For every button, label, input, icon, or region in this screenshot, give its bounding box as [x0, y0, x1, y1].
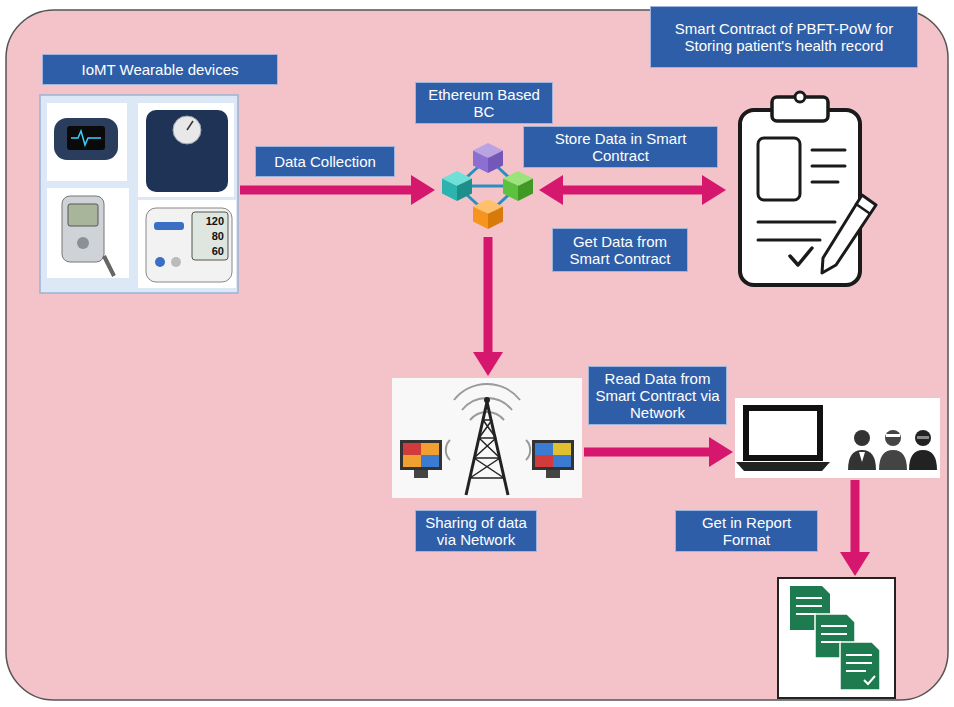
arrow-label: Get Data from Smart Contract	[552, 228, 688, 272]
display-digits: 60	[194, 245, 224, 257]
laptop-users-node	[735, 398, 940, 478]
node-heading: Sharing of data via Network	[415, 510, 537, 552]
arrow-label: Data Collection	[255, 146, 395, 177]
blockchain-node: Ethereum Based BC	[437, 140, 537, 235]
flow-arrow	[240, 175, 435, 205]
arrow-label: Read Data from Smart Contract via Networ…	[588, 366, 727, 425]
blockchain-icon	[442, 143, 533, 229]
arrow-label: Store Data in Smart Contract	[523, 126, 718, 168]
flow-arrow	[840, 480, 870, 576]
laptop-users	[735, 398, 940, 478]
clipboard-icon	[740, 92, 876, 285]
background-panel	[6, 10, 948, 700]
display-digits: 120	[194, 215, 224, 227]
node-heading: IoMT Wearable devices	[42, 54, 278, 85]
network-tower	[392, 378, 582, 498]
device-panel: IoMT Wearable devices	[40, 95, 238, 293]
report-node	[778, 578, 895, 698]
network-node: Sharing of data via Network	[392, 378, 582, 498]
flow-arrow	[584, 437, 733, 467]
node-heading: Ethereum Based BC	[415, 82, 553, 124]
report-documents	[778, 578, 895, 698]
display-digits: 80	[194, 230, 224, 242]
node-heading: Smart Contract of PBFT-PoW for Storing p…	[650, 6, 918, 68]
wearable-devices	[40, 95, 238, 293]
flow-arrow	[539, 175, 726, 205]
arrow-label: Get in Report Format	[675, 510, 818, 552]
flow-arrow	[473, 237, 503, 376]
smart-contract-node: Smart Contract of PBFT-PoW for Storing p…	[728, 80, 883, 290]
